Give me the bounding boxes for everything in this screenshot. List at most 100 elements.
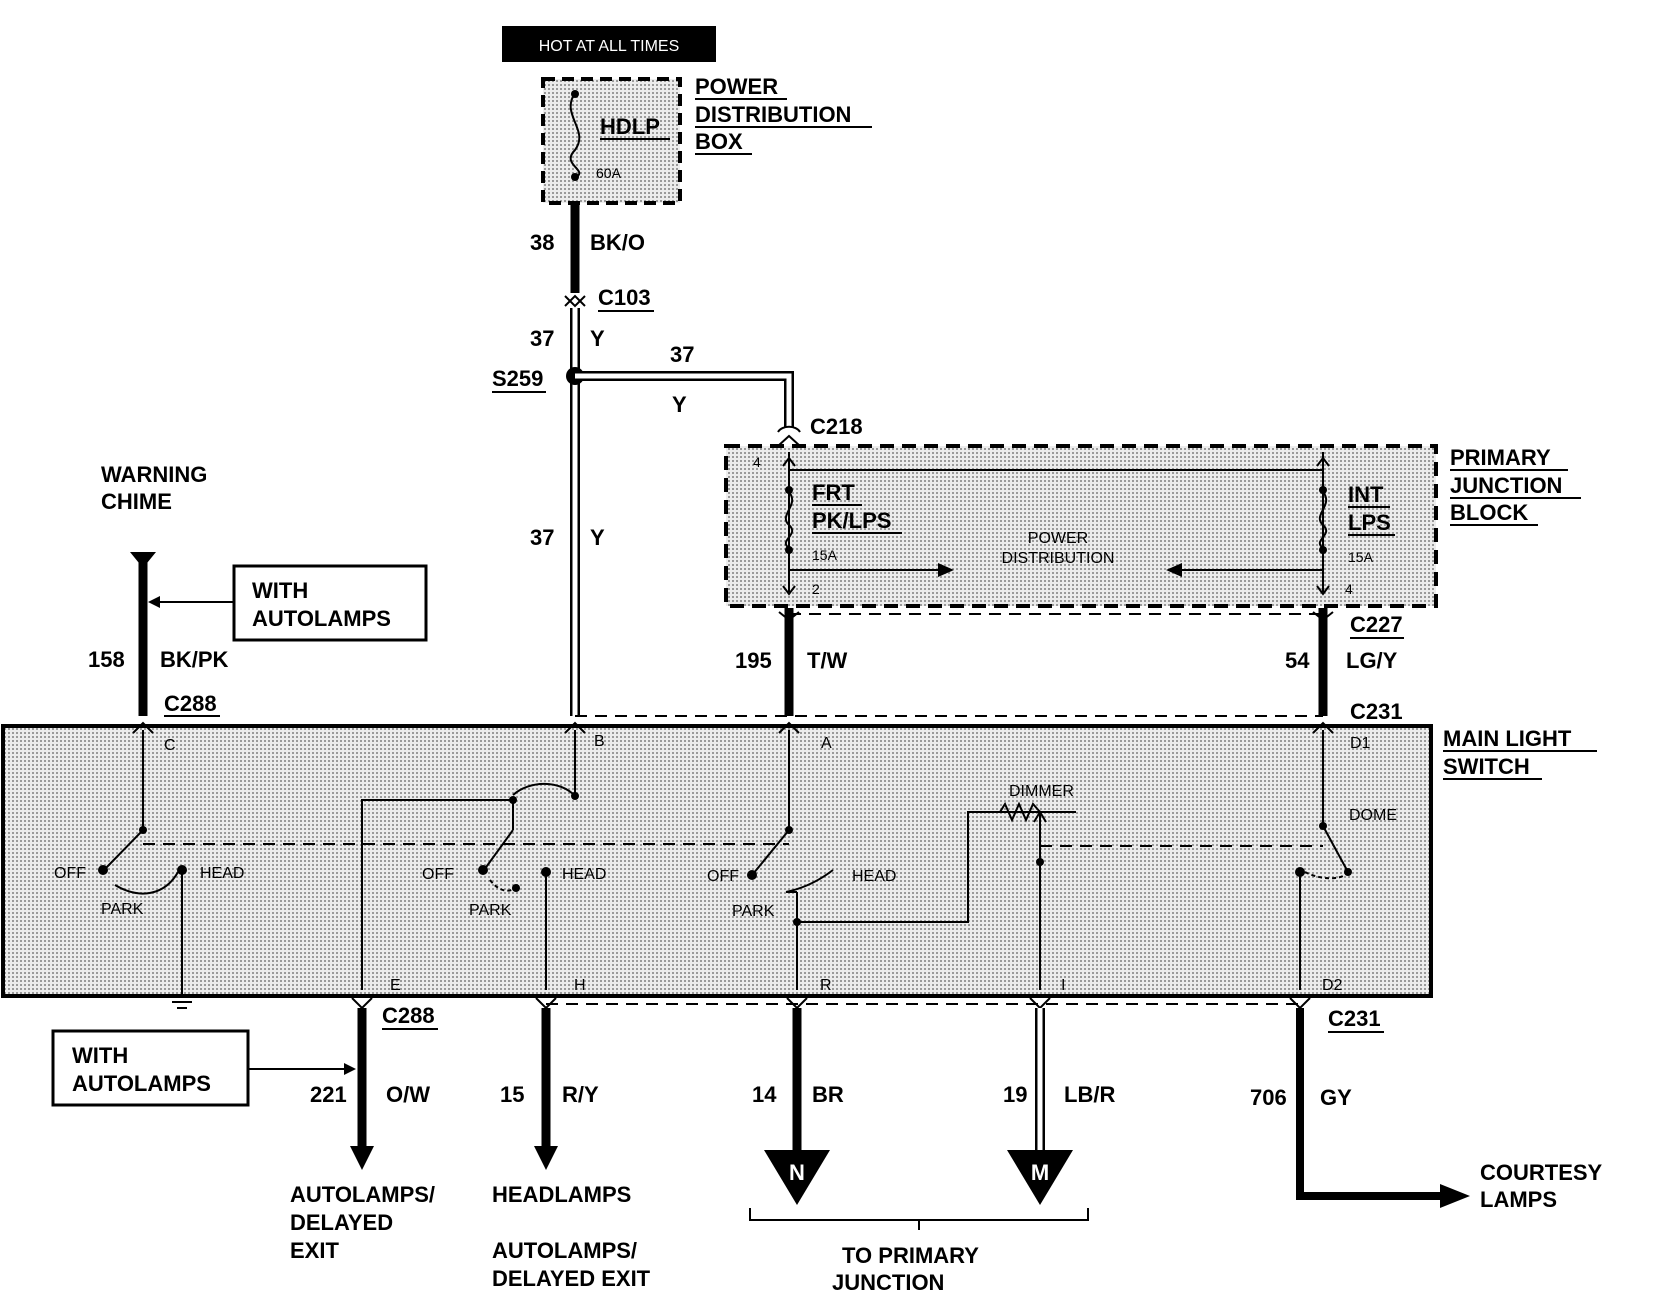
arrow-n	[764, 1150, 830, 1205]
wire-706-color: GY	[1320, 1085, 1352, 1110]
pdb-title-1: POWER	[695, 74, 778, 99]
svg-text:M: M	[1031, 1160, 1049, 1185]
sw3-off: OFF	[707, 868, 739, 885]
primary-junction-block	[724, 444, 1438, 608]
svg-text:N: N	[789, 1160, 805, 1185]
c218-label: C218	[810, 414, 863, 439]
s259-label: S259	[492, 366, 543, 391]
wire-14-number: 14	[752, 1082, 777, 1107]
sw2-park: PARK	[469, 902, 512, 919]
wire-15-color: R/Y	[562, 1082, 599, 1107]
mls-title-2: SWITCH	[1443, 754, 1530, 779]
int-fuse-rating: 15A	[1348, 549, 1374, 565]
pjb-title-3: BLOCK	[1450, 500, 1528, 525]
sw3-park: PARK	[732, 903, 775, 920]
c227-label: C227	[1350, 612, 1403, 637]
svg-text:WITH: WITH	[252, 578, 308, 603]
output-autolamps2-2: DELAYED EXIT	[492, 1266, 651, 1291]
output-autolamps-2: DELAYED	[290, 1210, 393, 1235]
output-autolamps-1: AUTOLAMPS/	[290, 1182, 435, 1207]
wire-37-number-c: 37	[530, 525, 554, 550]
c231-bottom-label: C231	[1328, 1006, 1381, 1031]
wire-38-number: 38	[530, 230, 554, 255]
c231-top-label: C231	[1350, 699, 1403, 724]
main-light-switch	[1, 724, 1433, 998]
c103-label: C103	[598, 285, 651, 310]
int-fuse-name: INT	[1348, 482, 1384, 507]
pin-d1: D1	[1350, 735, 1371, 752]
arrow-m	[1007, 1150, 1073, 1205]
wire-158-color: BK/PK	[160, 647, 229, 672]
wire-221-color: O/W	[386, 1082, 430, 1107]
wire-54-number: 54	[1285, 648, 1310, 673]
wire-15-number: 15	[500, 1082, 524, 1107]
pjb-center-1: POWER	[1028, 530, 1088, 547]
sw2-off: OFF	[422, 866, 454, 883]
output-courtesy-1: COURTESY	[1480, 1160, 1603, 1185]
pjb-title-1: PRIMARY	[1450, 445, 1551, 470]
pdb-title-2: DISTRIBUTION	[695, 102, 851, 127]
wire-37-number-b: 37	[670, 342, 694, 367]
hot-at-all-times-label: HOT AT ALL TIMES	[502, 26, 716, 62]
svg-text:WITH: WITH	[72, 1043, 128, 1068]
wire-54-color: LG/Y	[1346, 648, 1398, 673]
c288-bottom-label: C288	[382, 1003, 435, 1028]
autolamps-note-bottom: WITH AUTOLAMPS	[51, 1029, 356, 1107]
output-headlamps: HEADLAMPS	[492, 1182, 631, 1207]
svg-text:AUTOLAMPS: AUTOLAMPS	[252, 606, 391, 631]
c288-top-label: C288	[164, 691, 217, 716]
wire-14-color: BR	[812, 1082, 844, 1107]
wire-706	[1296, 1008, 1450, 1200]
pjb-title-2: JUNCTION	[1450, 473, 1562, 498]
sw1-off: OFF	[54, 865, 86, 882]
wire-706-number: 706	[1250, 1085, 1287, 1110]
primary-junction-bracket	[749, 1208, 1089, 1221]
sw2-head: HEAD	[562, 866, 606, 883]
pin-c: C	[164, 737, 176, 754]
pdb-title-3: BOX	[695, 129, 743, 154]
wire-19-number: 19	[1003, 1082, 1027, 1107]
sw1-head: HEAD	[200, 865, 244, 882]
wire-195-number: 195	[735, 648, 772, 673]
lps-fuse-name: LPS	[1348, 510, 1391, 535]
pjb-pin-bottom-right: 4	[1345, 581, 1353, 597]
output-autolamps-3: EXIT	[290, 1238, 339, 1263]
pjb-pin-bottom-left: 2	[812, 581, 820, 597]
output-courtesy-2: LAMPS	[1480, 1187, 1557, 1212]
pin-h: H	[574, 977, 586, 994]
hdlp-fuse-name: HDLP	[600, 114, 660, 139]
warning-chime-1: WARNING	[101, 462, 207, 487]
autolamps-note-top: WITH AUTOLAMPS	[148, 564, 428, 642]
dimmer-label: DIMMER	[1009, 783, 1074, 800]
svg-text:HOT AT ALL TIMES: HOT AT ALL TIMES	[539, 38, 680, 55]
output-to-primary-1: TO PRIMARY	[842, 1243, 979, 1268]
wire-37-number-a: 37	[530, 326, 554, 351]
pin-b: B	[594, 733, 605, 750]
int-lps-fuse-symbol	[1318, 491, 1328, 549]
pin-e: E	[390, 977, 401, 994]
frt-fuse-rating: 15A	[812, 547, 838, 563]
mls-title-1: MAIN LIGHT	[1443, 726, 1572, 751]
sw1-park: PARK	[101, 901, 144, 918]
pk-lps-fuse-name: PK/LPS	[812, 508, 891, 533]
pjb-center-2: DISTRIBUTION	[1002, 550, 1115, 567]
wire-37-color-b: Y	[672, 392, 687, 417]
frt-fuse-name: FRT	[812, 480, 855, 505]
wire-37-color-a: Y	[590, 326, 605, 351]
warning-chime-2: CHIME	[101, 489, 172, 514]
hdlp-fuse-rating: 60A	[596, 165, 622, 181]
pin-a: A	[821, 735, 832, 752]
frt-pk-lps-fuse-symbol	[784, 491, 794, 549]
output-autolamps2-1: AUTOLAMPS/	[492, 1238, 637, 1263]
pin-d2: D2	[1322, 977, 1343, 994]
pin-i: I	[1061, 977, 1065, 994]
dome-label: DOME	[1349, 807, 1397, 824]
dimmer-resistor-symbol	[999, 801, 1076, 823]
c103-connector-symbol	[564, 295, 586, 308]
pin-r: R	[820, 977, 832, 994]
power-distribution-box: HDLP 60A	[541, 77, 682, 205]
output-to-primary-2: JUNCTION	[832, 1270, 944, 1295]
ground-symbol	[168, 990, 196, 1009]
svg-text:AUTOLAMPS: AUTOLAMPS	[72, 1071, 211, 1096]
